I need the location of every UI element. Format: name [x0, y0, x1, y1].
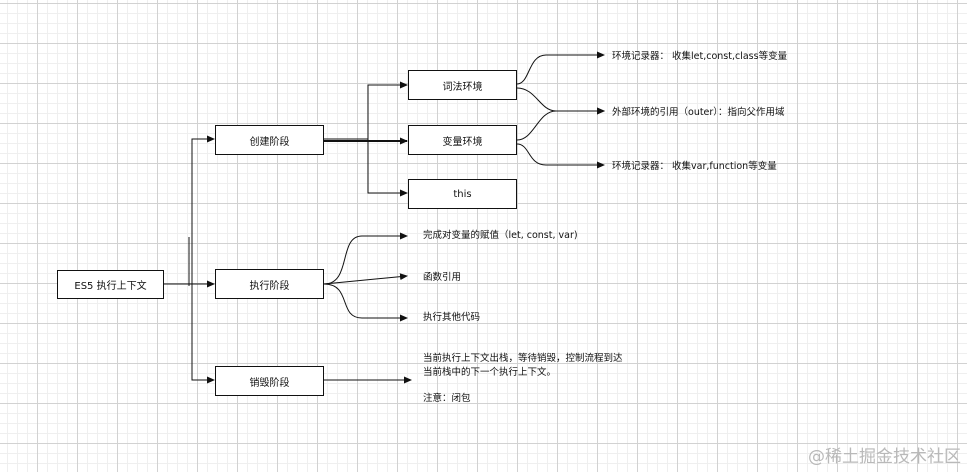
- execute-to-assign-connector: [323, 232, 408, 285]
- execute-to-funcref-connector: [323, 273, 408, 285]
- variable-to-record-connector: [516, 143, 605, 169]
- variable-record-label: 环境记录器： 收集var,function等变量: [612, 161, 777, 172]
- lexical-record-label: 环境记录器： 收集let,const,class等变量: [612, 51, 788, 62]
- outer-reference-label: 外部环境的引用（outer）：指向父作用域: [612, 107, 785, 118]
- assign-note-label: 完成对变量的赋值（let, const, var): [423, 230, 578, 241]
- destroy-note-line1: 当前执行上下文出栈，等待销毁，控制流程到达: [423, 353, 623, 364]
- variable-to-outer-connector: [516, 107, 605, 141]
- func-ref-label: 函数引用: [423, 272, 462, 283]
- root-node: ES5 执行上下文: [57, 270, 164, 299]
- root-to-destroy-connector: [191, 284, 215, 384]
- create-to-this-connector: [367, 139, 408, 197]
- lexical-env-node: 词法环境: [408, 70, 517, 100]
- create-phase-node: 创建阶段: [215, 125, 324, 155]
- execute-phase-node: 执行阶段: [215, 269, 324, 299]
- other-code-label: 执行其他代码: [423, 312, 481, 323]
- watermark-text: @稀土掘金技术社区: [808, 447, 961, 467]
- this-node: this: [408, 179, 517, 209]
- closure-note-label: 注意：闭包: [423, 393, 471, 404]
- create-to-lexical-connector: [324, 81, 408, 140]
- variable-env-node: 变量环境: [408, 125, 517, 155]
- root-to-create-connector: [164, 135, 215, 285]
- execute-to-other-connector: [323, 283, 408, 322]
- lexical-to-outer-connector: [516, 87, 605, 115]
- lexical-to-record-connector: [516, 51, 605, 85]
- destroy-phase-node: 销毁阶段: [215, 366, 324, 396]
- destroy-note-line2: 当前栈中的下一个执行上下文。: [423, 367, 557, 378]
